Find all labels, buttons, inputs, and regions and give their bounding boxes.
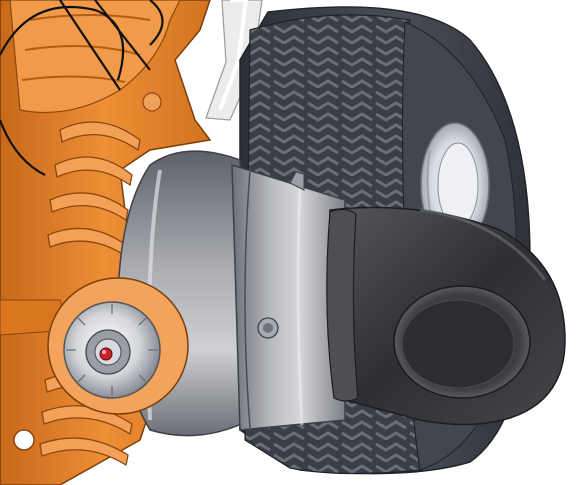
frame-tube <box>205 0 263 121</box>
exhaust-elbow <box>326 206 566 426</box>
red-bolt <box>99 347 113 361</box>
housing-boss <box>142 92 162 112</box>
sleeve-bolt-top <box>289 171 305 191</box>
shaft-end-assembly <box>47 277 189 415</box>
exhaust-sleeve <box>231 163 346 431</box>
mount-hole <box>13 429 35 451</box>
logo-stamp <box>0 0 164 176</box>
